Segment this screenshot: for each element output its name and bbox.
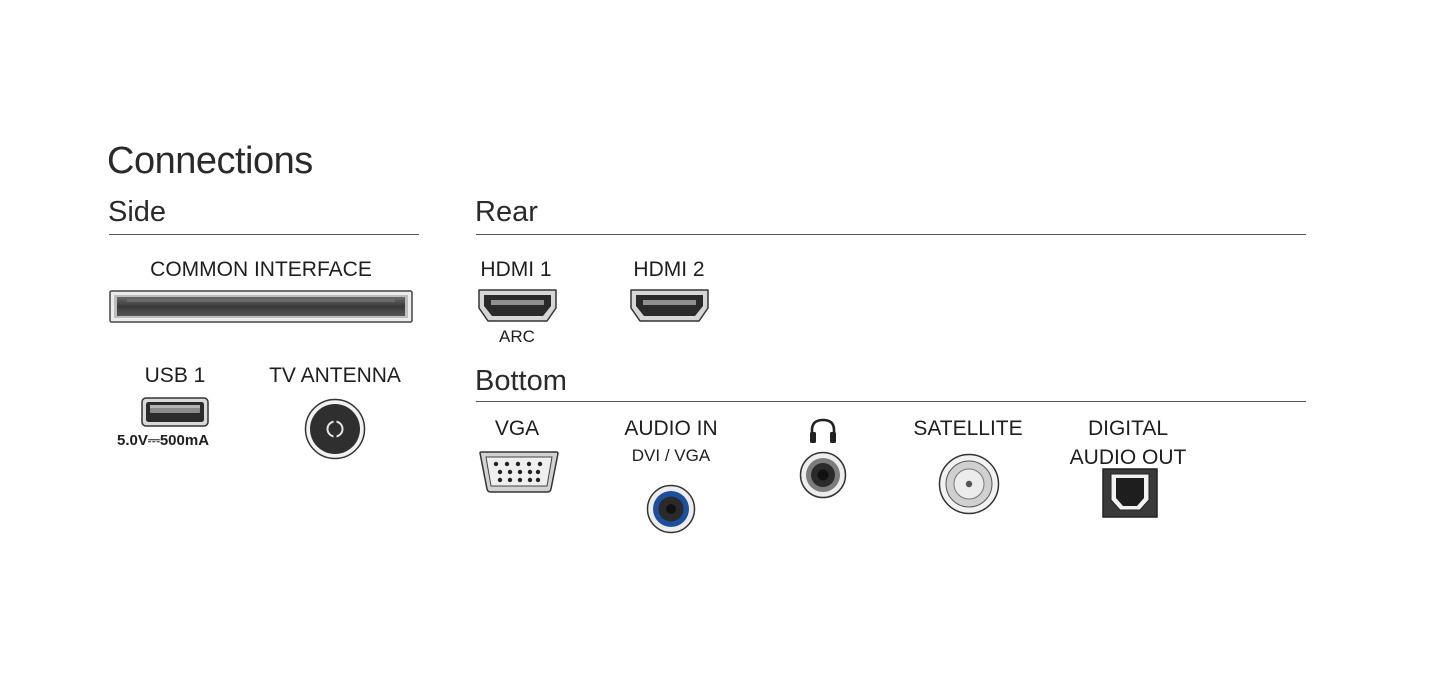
digital-audio-out-label-line1: DIGITAL [1087,417,1169,440]
section-title-bottom: Bottom [475,365,567,397]
audio-in-label: AUDIO IN [624,417,718,440]
audio-in-port-icon [646,484,696,534]
vga-label: VGA [494,417,540,440]
common-interface-label: COMMON INTERFACE [150,258,372,281]
tv-antenna-label: TV ANTENNA [269,364,401,387]
vga-port-icon [478,450,560,494]
usb1-label: USB 1 [144,364,206,387]
hdmi1-port-icon [477,288,558,323]
tv-antenna-port-icon [304,398,366,460]
digital-audio-out-label-line2: AUDIO OUT [1069,446,1187,469]
headphone-icon [807,416,839,446]
usb-port-icon [141,397,209,427]
headphone-port-icon [799,451,847,499]
section-title-rear: Rear [475,196,538,228]
hdmi2-port-icon [629,288,710,323]
section-rule-bottom [476,401,1306,402]
hdmi1-sublabel: ARC [499,327,535,346]
page-title: Connections [107,140,313,182]
section-title-side: Side [108,196,167,228]
audio-in-sublabel: DVI / VGA [631,446,711,465]
hdmi2-label: HDMI 2 [633,258,705,281]
satellite-port-icon [938,453,1000,515]
satellite-label: SATELLITE [913,417,1023,440]
common-interface-slot-icon [109,290,413,323]
section-rule-side [109,234,419,235]
hdmi1-label: HDMI 1 [480,258,552,281]
usb1-spec: 5.0V⎓500mA [117,432,210,449]
section-rule-rear [476,234,1306,235]
digital-audio-out-port-icon [1102,468,1158,518]
